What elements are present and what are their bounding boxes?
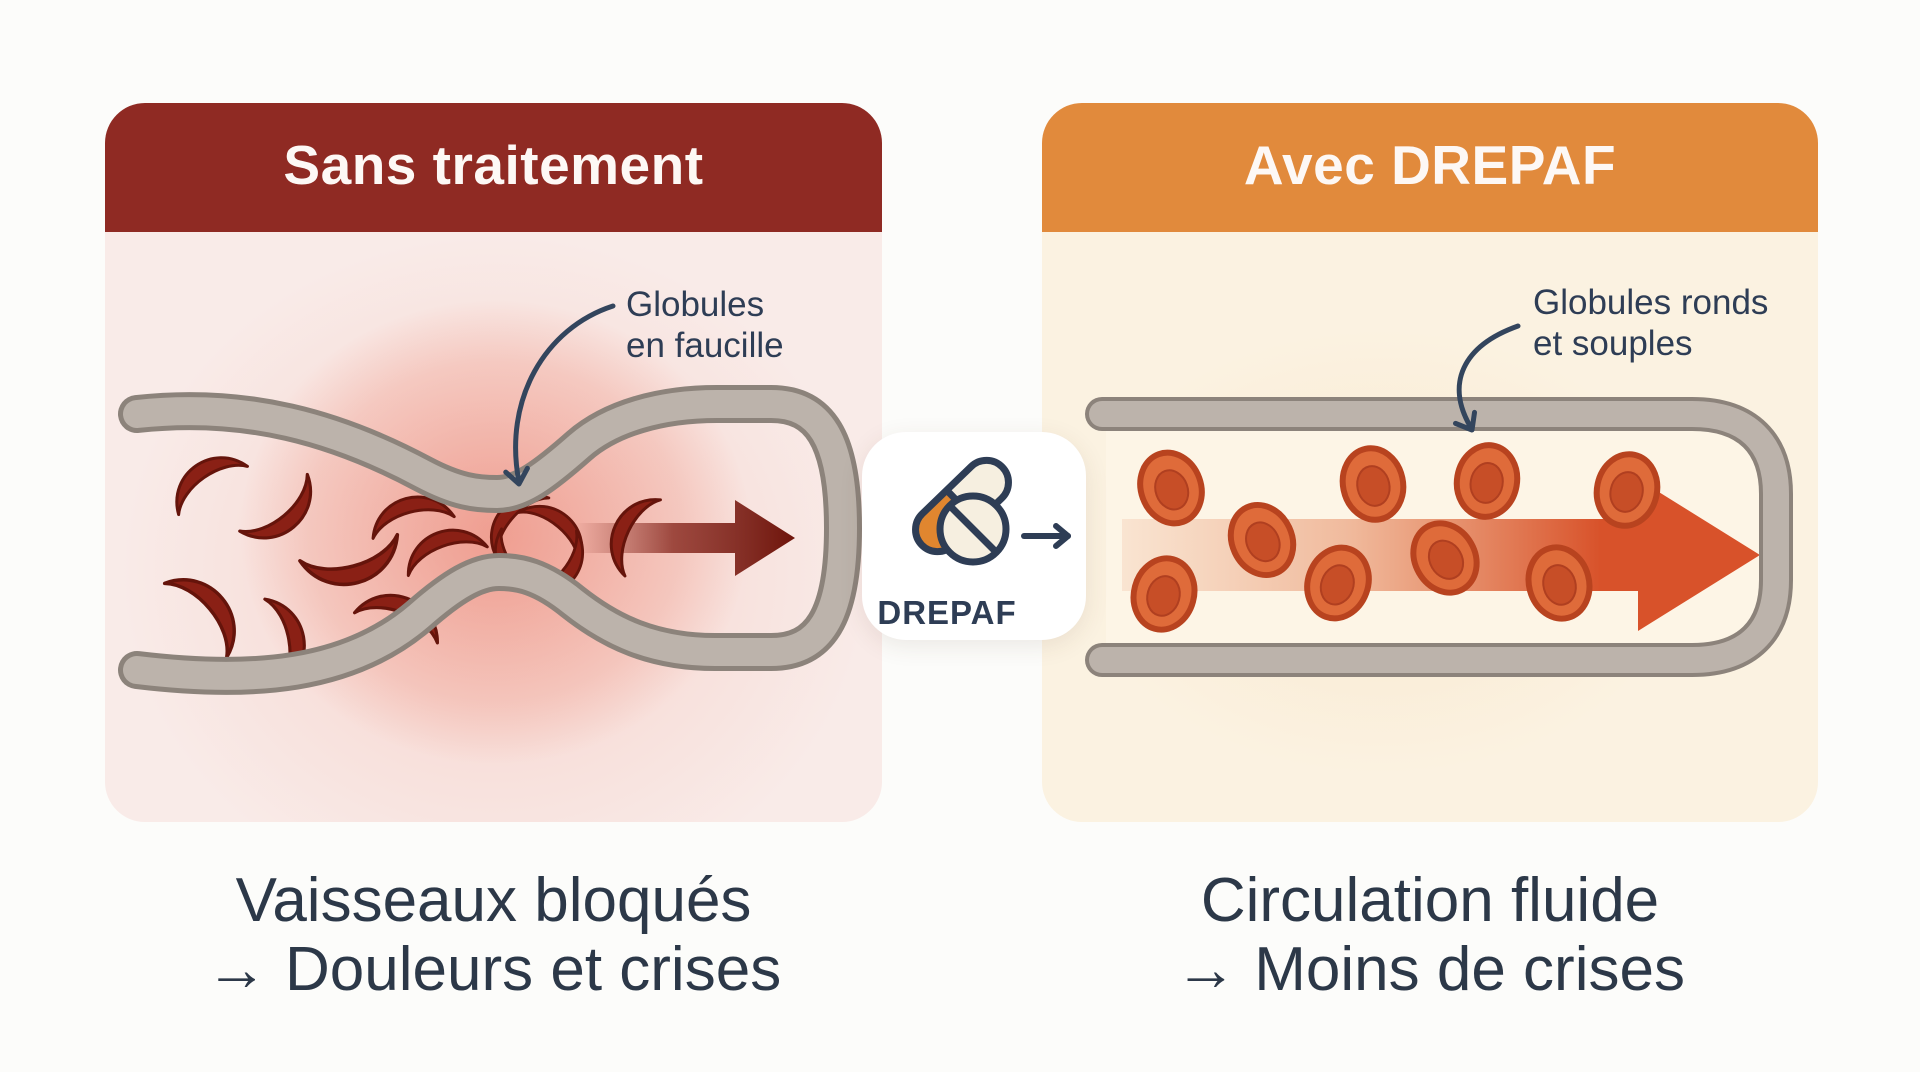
panel-without-treatment: Sans traitement — [105, 103, 882, 822]
with-drepaf-caption-line2: → Moins de crises — [1175, 935, 1685, 1004]
annotation-arrow — [503, 303, 616, 487]
drepaf-label: DREPAF — [877, 594, 1017, 631]
panel-without-treatment-header: Sans traitement — [105, 103, 882, 232]
annotation-arrow — [1452, 323, 1521, 433]
sickle-cells-label-line2: en faucille — [626, 326, 784, 365]
sickle-cell-icon — [162, 559, 255, 660]
without-treatment-caption-line1: Vaisseaux bloqués — [235, 866, 752, 935]
with-drepaf-caption: Circulation fluide → Moins de crises — [1042, 866, 1818, 1004]
sickle-cell-icon — [159, 440, 249, 517]
panel-without-treatment-body: Globules en faucille — [105, 232, 882, 822]
transition-arrow-icon — [1021, 523, 1071, 549]
drepaf-card: DREPAF — [862, 432, 1086, 640]
without-treatment-caption-line2: → Douleurs et crises — [205, 935, 782, 1004]
with-drepaf-caption-line1: Circulation fluide — [1200, 866, 1660, 935]
sickle-cells-label-line1: Globules — [626, 285, 765, 324]
blocked-vessel-illustration — [118, 303, 862, 695]
panel-with-drepaf-header: Avec DREPAF — [1042, 103, 1818, 232]
blocked-flow-arrow — [575, 500, 795, 576]
sickle-cells-label: Globules en faucille — [626, 284, 784, 366]
round-cells-label-line2: et souples — [1533, 324, 1693, 363]
round-cells-label: Globules ronds et souples — [1533, 282, 1768, 364]
without-treatment-caption: Vaisseaux bloqués → Douleurs et crises — [105, 866, 882, 1004]
healthy-vessel-wall — [1085, 397, 1793, 677]
panel-with-drepaf: Avec DREPAF — [1042, 103, 1818, 822]
sickle-cell-icon — [298, 532, 409, 598]
tablet-icon — [936, 492, 1010, 566]
panel-without-treatment-title: Sans traitement — [283, 133, 704, 196]
round-cells-label-line1: Globules ronds — [1533, 283, 1769, 322]
sickle-cell-icon — [238, 472, 330, 557]
narrowed-vessel-wall — [118, 385, 862, 695]
panel-with-drepaf-body: Globules ronds et souples — [1042, 232, 1818, 822]
healthy-vessel-illustration — [1085, 323, 1793, 677]
panel-with-drepaf-title: Avec DREPAF — [1243, 133, 1617, 196]
medication-icon — [912, 456, 1071, 566]
